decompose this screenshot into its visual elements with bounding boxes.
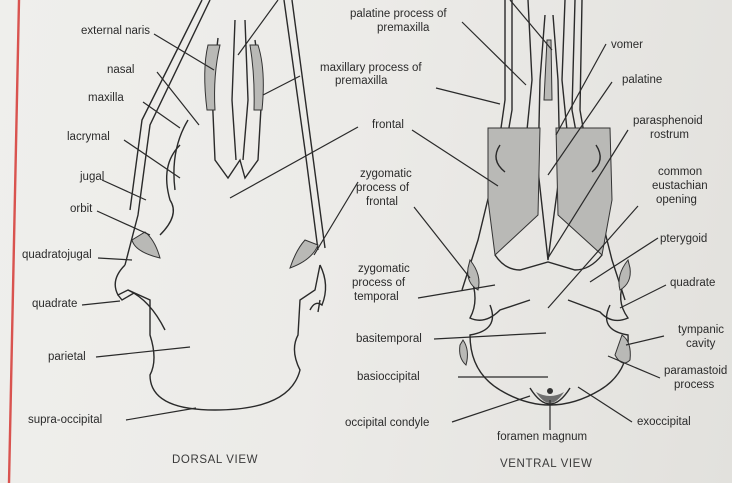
dorsal-leaders	[82, 0, 358, 420]
label-occipital-condyle: occipital condyle	[345, 417, 429, 429]
label-parasphenoid-2: rostrum	[650, 129, 689, 141]
label-basioccipital: basioccipital	[357, 371, 420, 383]
margin-line	[9, 0, 19, 483]
label-palatine-process-1: palatine process of	[350, 8, 447, 20]
label-tympanic-1: tympanic	[678, 324, 724, 336]
label-vomer: vomer	[611, 39, 643, 51]
caption-ventral-view: VENTRAL VIEW	[500, 458, 592, 470]
label-eustachian-1: common	[658, 166, 702, 178]
label-zygomatic-frontal-2: process of	[356, 182, 410, 194]
label-palatine: palatine	[622, 74, 662, 86]
label-quadratojugal: quadratojugal	[22, 249, 92, 261]
label-supra-occipital: supra-occipital	[28, 414, 102, 426]
label-eustachian-2: eustachian	[652, 180, 708, 192]
label-palatine-process-2: premaxilla	[377, 22, 430, 34]
label-zygomatic-temporal-1: zygomatic	[358, 263, 410, 275]
label-parietal: parietal	[48, 351, 86, 363]
label-external-naris: external naris	[81, 25, 150, 37]
label-paramastoid-1: paramastoid	[664, 365, 727, 377]
label-eustachian-3: opening	[656, 194, 697, 206]
ventral-skull	[460, 0, 631, 405]
label-maxillary-process-1: maxillary process of	[320, 62, 422, 74]
label-nasal: nasal	[107, 64, 135, 76]
ventral-leaders	[412, 0, 666, 430]
label-orbit: orbit	[70, 203, 93, 215]
dorsal-skull	[115, 0, 325, 410]
ventral-labels: palatine process of premaxilla vomer pal…	[350, 8, 727, 470]
label-tympanic-2: cavity	[686, 338, 716, 350]
label-maxilla: maxilla	[88, 92, 124, 104]
label-paramastoid-2: process	[674, 379, 715, 391]
label-parasphenoid-1: parasphenoid	[633, 115, 703, 127]
label-maxillary-process-2: premaxilla	[335, 75, 388, 87]
label-basitemporal: basitemporal	[356, 333, 422, 345]
label-pterygoid: pterygoid	[660, 233, 707, 245]
label-zygomatic-frontal-1: zygomatic	[360, 168, 412, 180]
label-frontal: frontal	[372, 119, 404, 131]
caption-dorsal-view: DORSAL VIEW	[172, 454, 258, 466]
label-zygomatic-temporal-3: temporal	[354, 291, 399, 303]
label-jugal: jugal	[79, 171, 104, 183]
label-quadrate-dorsal: quadrate	[32, 298, 77, 310]
label-zygomatic-frontal-3: frontal	[366, 196, 398, 208]
label-exoccipital: exoccipital	[637, 416, 691, 428]
label-zygomatic-temporal-2: process of	[352, 277, 406, 289]
label-lacrymal: lacrymal	[67, 131, 110, 143]
label-quadrate-ventral: quadrate	[670, 277, 715, 289]
label-foramen-magnum: foramen magnum	[497, 431, 587, 443]
middle-labels: maxillary process of premaxilla frontal …	[320, 62, 429, 429]
